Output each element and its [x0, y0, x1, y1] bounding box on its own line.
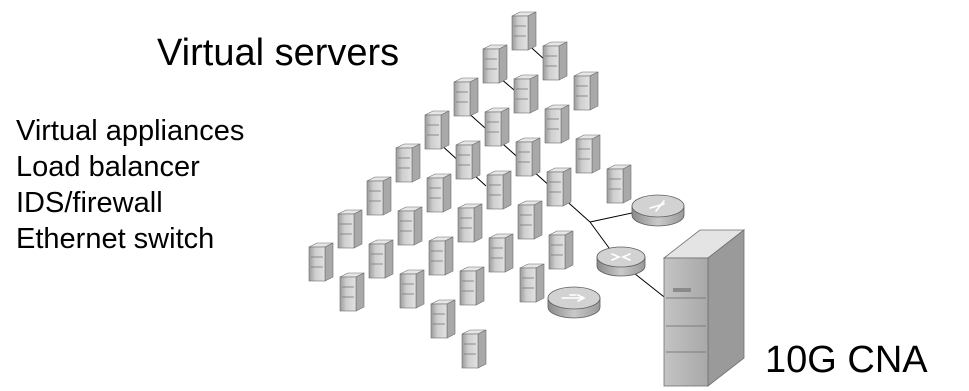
virtual-server-icon: [575, 134, 601, 174]
virtual-server-icon: [424, 110, 450, 150]
virtual-server-icon: [606, 164, 632, 204]
physical-server: [662, 229, 746, 387]
network-appliance-icon: [596, 246, 646, 277]
virtual-server-icon: [397, 206, 423, 246]
cna-label: 10G CNA: [765, 339, 928, 381]
virtual-server-icon: [515, 137, 541, 177]
virtual-server-icon: [511, 11, 537, 51]
virtual-server-icon: [486, 170, 512, 210]
virtual-server-icon: [513, 74, 539, 114]
virtual-server-icon: [366, 176, 392, 216]
virtual-server-icon: [455, 140, 481, 180]
virtual-server-icon: [544, 104, 570, 144]
appliance-list: Virtual appliances Load balancer IDS/fir…: [16, 113, 244, 257]
list-item-virtual-appliances: Virtual appliances: [16, 115, 245, 147]
virtual-server-icon: [426, 173, 452, 213]
virtual-server-icon: [484, 107, 510, 147]
virtual-server-icon: [459, 266, 485, 306]
virtual-server-icon: [488, 233, 514, 273]
list-item-ids-firewall: IDS/firewall: [16, 187, 163, 219]
virtual-server-icon: [399, 269, 425, 309]
network-appliance-icon: [631, 194, 685, 227]
virtual-server-icon: [548, 230, 574, 270]
virtual-server-icon: [395, 143, 421, 183]
virtual-server-icon: [337, 209, 363, 249]
virtual-server-icon: [542, 41, 568, 81]
virtual-server-icon: [457, 203, 483, 243]
diagram-title: Virtual servers: [157, 32, 400, 74]
list-item-load-balancer: Load balancer: [16, 151, 200, 183]
virtual-server-icon: [308, 242, 334, 282]
virtual-server-icon: [519, 263, 545, 303]
virtual-server-grid: [308, 11, 632, 369]
virtual-server-icon: [546, 167, 572, 207]
virtual-server-icon: [428, 236, 454, 276]
virtual-server-icon: [461, 329, 487, 369]
virtual-server-icon: [368, 239, 394, 279]
virtual-server-icon: [517, 200, 543, 240]
virtual-server-icon: [573, 71, 599, 111]
virtual-server-icon: [453, 77, 479, 117]
virtual-server-icon: [430, 299, 456, 339]
network-appliance-icon: [547, 286, 601, 319]
list-item-ethernet-switch: Ethernet switch: [16, 223, 215, 255]
network-appliances: [547, 194, 685, 319]
virtual-server-icon: [339, 272, 365, 312]
virtual-server-icon: [482, 44, 508, 84]
physical-server-icon: [662, 229, 746, 387]
